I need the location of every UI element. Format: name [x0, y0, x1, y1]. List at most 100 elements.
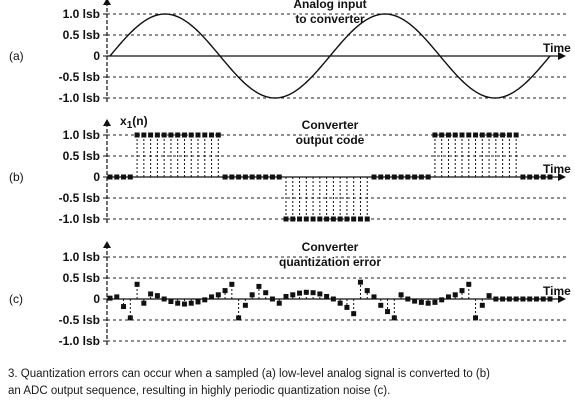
data-point: [500, 296, 506, 302]
y-tick-label: -1.0 lsb: [59, 91, 100, 105]
y-tick-label: 1.0 lsb: [63, 7, 100, 21]
data-point: [114, 294, 120, 300]
y-tick-label: -0.5 lsb: [59, 191, 100, 205]
data-point: [127, 315, 133, 321]
data-point: [378, 174, 384, 180]
data-point: [276, 174, 282, 180]
data-point: [222, 288, 228, 294]
data-point: [215, 132, 221, 138]
data-point: [148, 291, 154, 297]
data-point: [310, 290, 316, 296]
annotation-line: to converter: [295, 12, 365, 26]
data-point: [148, 132, 154, 138]
data-point: [371, 294, 377, 300]
panel-label: (b): [9, 170, 24, 184]
data-point: [297, 216, 303, 222]
data-point: [378, 302, 384, 308]
data-point: [330, 296, 336, 302]
data-point: [141, 300, 147, 306]
y-tick-label: 0.5 lsb: [63, 271, 100, 285]
data-point: [527, 296, 533, 302]
data-point: [134, 132, 140, 138]
y-tick-label: 1.0 lsb: [63, 250, 100, 264]
data-point: [493, 132, 499, 138]
data-point: [283, 293, 289, 299]
data-point: [398, 174, 404, 180]
data-point: [168, 299, 174, 305]
x-axis-label: Time: [543, 41, 571, 55]
data-point: [324, 216, 330, 222]
data-point: [452, 132, 458, 138]
data-point: [181, 301, 187, 307]
data-point: [351, 216, 357, 222]
data-point: [364, 288, 370, 294]
data-point: [209, 132, 215, 138]
data-point: [520, 174, 526, 180]
data-point: [249, 174, 255, 180]
data-point: [290, 292, 296, 298]
x-axis-arrow: [558, 173, 566, 181]
data-point: [405, 174, 411, 180]
data-point: [371, 174, 377, 180]
data-point: [357, 216, 363, 222]
data-point: [547, 296, 553, 302]
y-axis-arrow: [103, 241, 111, 248]
data-point: [357, 279, 363, 285]
x-axis-arrow: [558, 52, 566, 60]
data-point: [385, 174, 391, 180]
caption-line-1: 3. Quantization errors can occur when a …: [8, 368, 490, 380]
data-point: [459, 288, 465, 294]
data-point: [466, 132, 472, 138]
data-point: [493, 296, 499, 302]
data-point: [398, 292, 404, 298]
data-point: [209, 294, 215, 300]
data-point: [391, 315, 397, 321]
data-point: [439, 132, 445, 138]
data-point: [202, 297, 208, 303]
data-point: [452, 292, 458, 298]
data-point: [337, 300, 343, 306]
data-point: [127, 174, 133, 180]
data-point: [242, 174, 248, 180]
annotation-line: quantization error: [279, 255, 381, 269]
x-axis-label: Time: [543, 284, 571, 298]
data-point: [195, 132, 201, 138]
data-point: [114, 174, 120, 180]
data-point: [540, 174, 546, 180]
data-point: [215, 292, 221, 298]
data-point: [107, 295, 113, 301]
y-tick-label: 1.0 lsb: [63, 128, 100, 142]
y-tick-label: -1.0 lsb: [59, 212, 100, 226]
panel-label: (a): [9, 49, 24, 63]
y-axis-arrow: [103, 119, 111, 126]
data-point: [121, 174, 127, 180]
data-point: [181, 132, 187, 138]
data-point: [486, 132, 492, 138]
data-point: [222, 174, 228, 180]
data-point: [479, 132, 485, 138]
data-point: [351, 311, 357, 317]
data-point: [527, 174, 533, 180]
data-point: [121, 304, 127, 310]
data-point: [344, 304, 350, 310]
data-point: [425, 300, 431, 306]
y-tick-label: -0.5 lsb: [59, 70, 100, 84]
y-tick-label: 0: [93, 49, 100, 63]
data-point: [236, 315, 242, 321]
data-point: [297, 290, 303, 296]
data-point: [324, 293, 330, 299]
data-point: [473, 315, 479, 321]
data-point: [439, 297, 445, 303]
data-point: [330, 216, 336, 222]
data-point: [506, 296, 512, 302]
data-point: [533, 296, 539, 302]
y-tick-label: 0: [93, 292, 100, 306]
x-axis-arrow: [558, 295, 566, 303]
data-point: [459, 132, 465, 138]
data-point: [141, 132, 147, 138]
series-label: x1(n): [120, 114, 148, 131]
data-point: [310, 216, 316, 222]
data-point: [364, 216, 370, 222]
